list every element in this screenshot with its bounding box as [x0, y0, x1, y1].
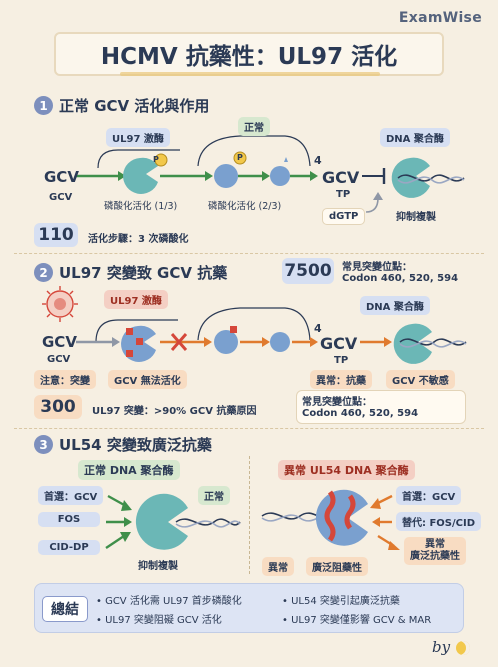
mutation-count-number: 7500 — [282, 258, 334, 284]
mutation-sites-codons-2: Codon 460, 520, 594 — [302, 408, 419, 419]
right-first-line: 首選：GCV — [396, 486, 462, 505]
normal-bracket — [197, 135, 311, 167]
gcv-tp-sub-2: TP — [334, 355, 349, 366]
divider-2 — [14, 428, 484, 429]
activation-steps-caption: 活化步驟：3 次磷酸化 — [88, 234, 189, 245]
section-3-heading: 3 UL54 突變致廣泛抗藥 — [34, 434, 212, 455]
summary-item-4: • UL97 突變僅影響 GCV & MAR — [282, 615, 432, 626]
dna-polymerase-shape-2 — [393, 323, 432, 364]
right-abnormal-top: 異常 — [425, 539, 445, 550]
mutant-kinase-label: UL97 激酶 — [104, 290, 168, 309]
title-underline — [120, 72, 380, 76]
dna-pol-label: DNA 聚合酶 — [380, 128, 450, 147]
mutation-sites-title: 常見突變位點： — [342, 262, 412, 273]
brand-logo: ExamWise — [398, 10, 482, 26]
right-alt: 替代: FOS/CID — [396, 512, 482, 531]
tp-superscript-2: 4 — [314, 322, 322, 335]
no-activation-label: GCV 無法活化 — [108, 370, 187, 389]
left-cid: CID-DP — [38, 540, 100, 555]
title-banner: HCMV 抗藥性：UL97 活化 — [54, 32, 444, 76]
right-broad-block: 廣泛阻藥性 — [306, 557, 368, 576]
resistance-percent-caption: UL97 突變：>90% GCV 抗藥原因 — [92, 406, 257, 417]
activation-steps-number: 110 — [34, 223, 78, 247]
summary-item-2: • UL97 突變阻礙 GCV 活化 — [96, 615, 222, 626]
gcv-mp-shape — [214, 164, 238, 188]
section-2-diagram — [42, 286, 467, 364]
gcv-label-2: GCV — [42, 333, 77, 351]
gcv-label: GCV — [44, 168, 79, 186]
right-abnormal-bottom: 異常 — [262, 557, 294, 576]
left-normal: 正常 — [198, 486, 230, 505]
section-1-diagram — [76, 135, 465, 213]
page-title: HCMV 抗藥性：UL97 活化 — [100, 44, 398, 70]
abnormal-resist-label: 異常：抗藥 — [310, 370, 372, 389]
gcv-sub-label: GCV — [49, 192, 73, 203]
kinase-bracket — [97, 149, 180, 169]
section-2-heading: 2 UL97 突變致 GCV 抗藥 — [34, 262, 227, 283]
section-2-title: UL97 突變致 GCV 抗藥 — [59, 264, 228, 282]
section-3-number: 3 — [34, 435, 53, 454]
section-3-title: UL54 突變致廣泛抗藥 — [59, 436, 212, 454]
summary-item-1: • GCV 活化需 UL97 首步磷酸化 — [96, 596, 242, 607]
blocked-x-icon — [170, 333, 188, 351]
left-inhibit: 抑制複製 — [138, 561, 178, 572]
normal-pol-shape — [135, 493, 188, 550]
summary-box — [34, 583, 464, 633]
moon-icon — [456, 641, 470, 655]
section-3-divider — [249, 456, 250, 574]
gcv-sub-label-2: GCV — [47, 354, 71, 365]
left-first-line: 首選：GCV — [38, 486, 104, 505]
gcv-tp-main: GCV — [322, 168, 360, 187]
mutation-sites-box — [296, 390, 466, 424]
phosphate-symbol: P — [153, 155, 159, 164]
footer-by: by — [432, 638, 451, 656]
ul97-kinase-label: UL97 激酶 — [106, 128, 170, 147]
left-fos: FOS — [38, 512, 100, 527]
abnormal-pol-title: 異常 UL54 DNA 聚合酶 — [278, 460, 415, 480]
step2-label: 磷酸化活化 (2/3) — [208, 201, 282, 212]
virus-icon — [42, 286, 78, 322]
section-1-title: 正常 GCV 活化與作用 — [59, 97, 210, 115]
section-1-number: 1 — [34, 96, 53, 115]
resistance-percent-number: 300 — [34, 395, 82, 419]
abnormal-pol-shape — [315, 489, 368, 546]
mutation-sites-title-2: 常見突變位點： — [302, 397, 372, 408]
inhibit-label: 抑制複製 — [396, 212, 436, 223]
section-3-diagram — [105, 489, 400, 550]
gcv-insensitive-label: GCV 不敏感 — [386, 370, 455, 389]
note-mutation-label: 注意：突變 — [34, 370, 96, 389]
dna-polymerase-shape — [391, 157, 430, 198]
dgtp-label: dGTP — [322, 208, 366, 225]
step1-label: 磷酸化活化 (1/3) — [104, 201, 178, 212]
section-1-heading: 1 正常 GCV 活化與作用 — [34, 95, 209, 116]
divider-1 — [14, 253, 484, 254]
mutation-sites-codons: Codon 460, 520, 594 — [342, 273, 459, 284]
normal-label: 正常 — [238, 117, 270, 136]
right-broad-resist: 異常 廣泛抗藥性 — [404, 537, 466, 565]
summary-heading: 總結 — [42, 596, 88, 622]
ul97-kinase-shape — [123, 157, 158, 194]
summary-item-3: • UL54 突變引起廣泛抗藥 — [282, 596, 400, 607]
phosphate-symbol-2: P — [237, 153, 243, 162]
dna-pol-label-2: DNA 聚合酶 — [360, 296, 430, 315]
gcv-dp-shape — [270, 166, 290, 186]
tp-superscript: 4 — [314, 154, 322, 167]
section-2-number: 2 — [34, 263, 53, 282]
normal-pol-title: 正常 DNA 聚合酶 — [78, 460, 180, 480]
gcv-tp-sub: TP — [336, 189, 351, 200]
gcv-tp-main-2: GCV — [320, 334, 358, 353]
right-broad: 廣泛抗藥性 — [410, 551, 460, 562]
